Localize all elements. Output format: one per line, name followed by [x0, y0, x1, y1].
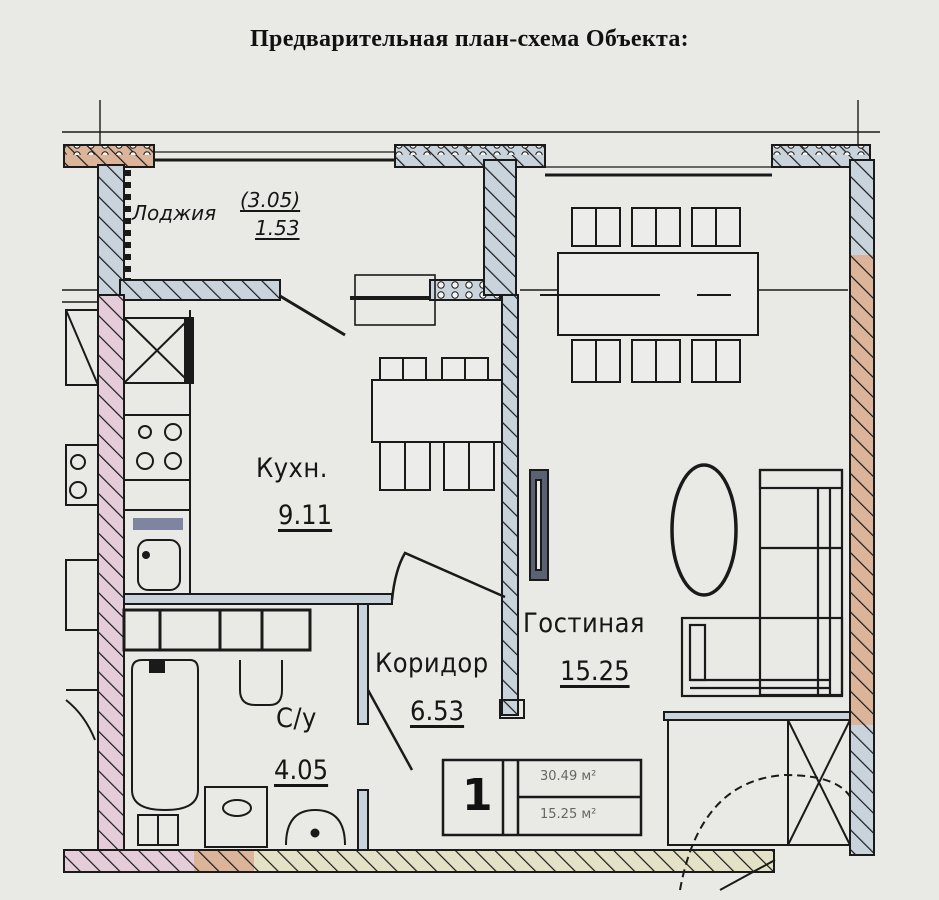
summary-stamp	[441, 758, 643, 837]
entrance	[663, 711, 853, 891]
top-wall	[63, 144, 871, 177]
right-wall	[849, 159, 875, 856]
bathtub	[131, 659, 199, 812]
loggia-walls	[97, 164, 501, 337]
neighbor-fixtures	[65, 309, 99, 741]
bottom-wall	[63, 849, 775, 873]
room-area-kitchen: 9.11	[278, 500, 333, 531]
room-name-bathroom: С/у	[276, 703, 317, 734]
room-area-corridor: 6.53	[410, 696, 465, 727]
washbasin	[285, 808, 346, 846]
stamp-living-area: 15.25 м²	[540, 807, 597, 822]
bathroom-fixtures	[131, 659, 346, 848]
room-name-corridor: Коридор	[375, 648, 489, 679]
kitchen-living-wall	[483, 159, 525, 719]
kitchen-table	[371, 357, 503, 491]
coffee-table	[670, 463, 738, 597]
stamp-total-area: 30.49 м²	[540, 769, 597, 784]
room-area-total-loggia: (3.05)	[240, 188, 301, 212]
room-area-loggia: 1.53	[255, 216, 300, 240]
living-table	[540, 207, 759, 383]
room-name-kitchen: Кухн.	[256, 453, 328, 484]
toilet	[239, 660, 283, 706]
washer	[204, 786, 268, 848]
sofa	[670, 463, 844, 698]
room-area-bathroom: 4.05	[274, 755, 329, 786]
stamp-rooms-count: 1	[462, 770, 493, 821]
room-name-living: Гостиная	[523, 608, 645, 639]
left-wall	[97, 294, 125, 851]
kitchen-furniture	[123, 310, 194, 599]
room-area-living: 15.25	[560, 656, 630, 687]
tv-unit	[529, 469, 549, 581]
page-title: Предварительная план-схема Объекта:	[250, 26, 689, 52]
stove	[123, 414, 191, 481]
interior-walls	[122, 551, 506, 851]
room-name-loggia: Лоджия	[132, 201, 217, 225]
